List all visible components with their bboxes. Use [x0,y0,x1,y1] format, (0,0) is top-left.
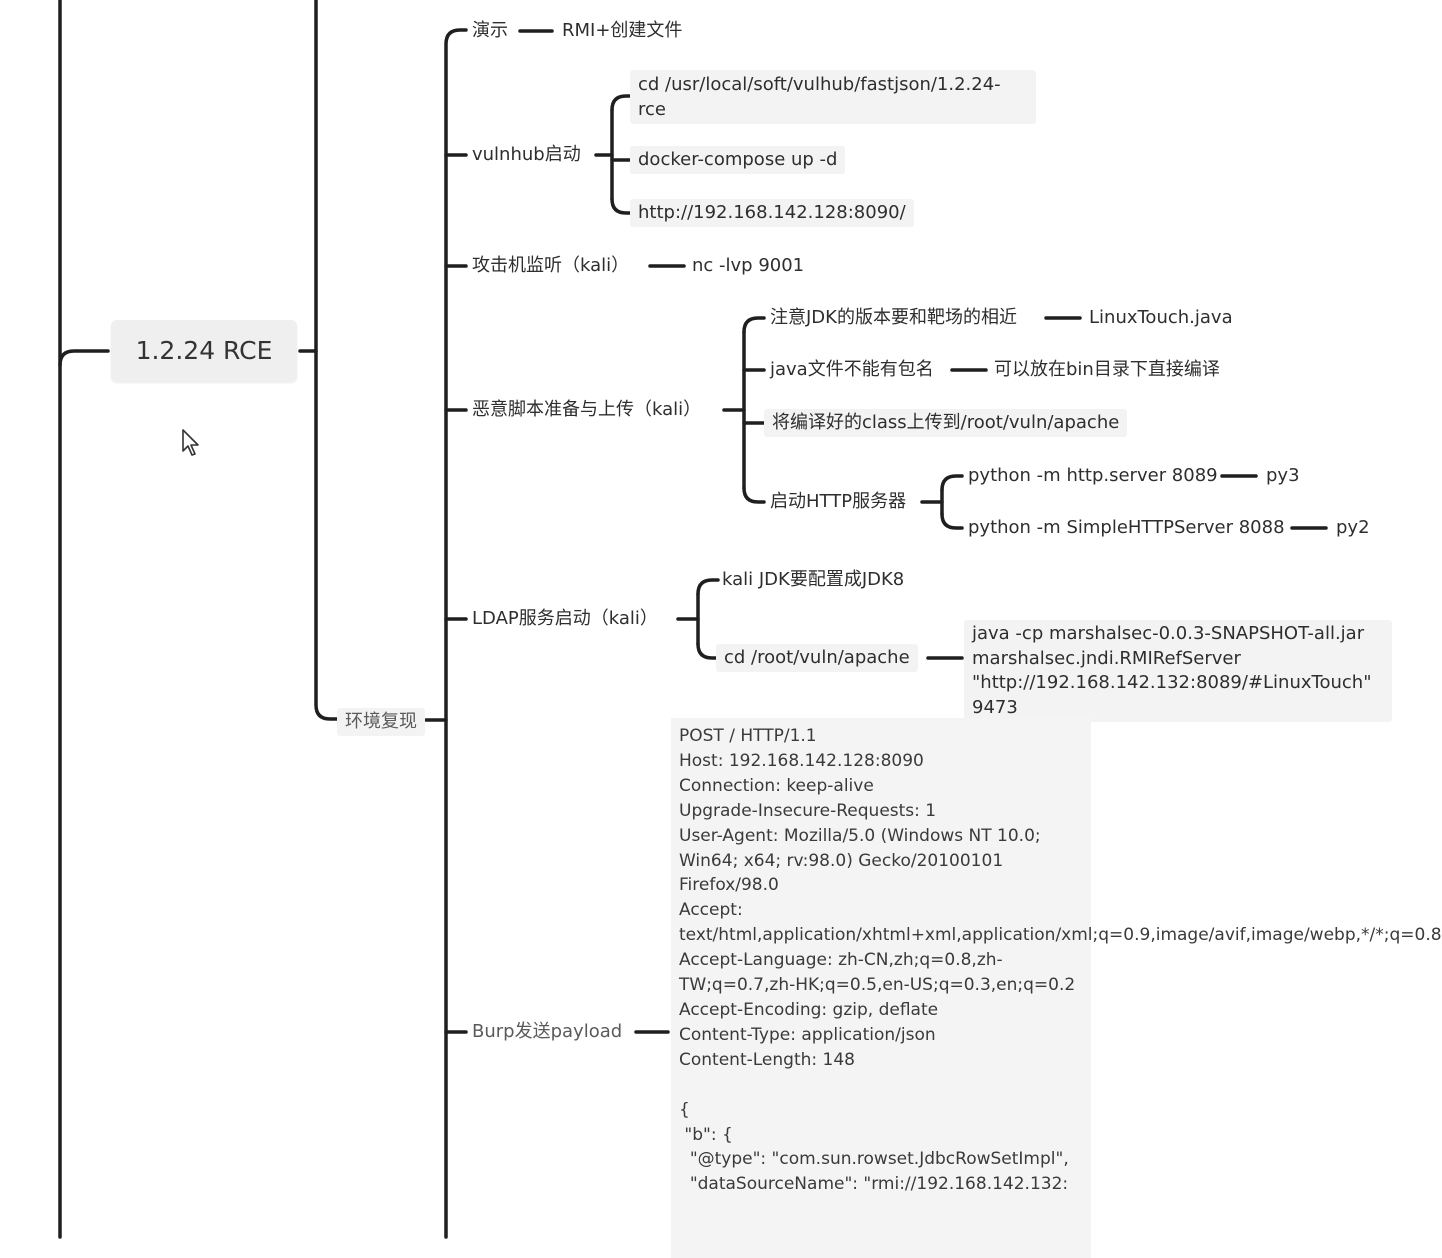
jdk8-note-node[interactable]: kali JDK要配置成JDK8 [722,569,905,590]
py2-node[interactable]: py2 [1336,517,1370,538]
attacker-command-node[interactable]: nc -lvp 9001 [692,255,805,276]
burp-payload-node[interactable]: Burp发送payload [472,1021,623,1042]
attacker-node[interactable]: 攻击机监听（kali） [472,255,630,276]
vulnhub-docker-node[interactable]: docker-compose up -d [630,146,846,174]
ldap-node[interactable]: LDAP服务启动（kali） [472,608,658,629]
http-server-node[interactable]: 启动HTTP服务器 [770,491,907,512]
env-repro-node[interactable]: 环境复现 [337,708,425,736]
mouse-pointer-icon [182,429,199,456]
ldap-cd-node[interactable]: cd /root/vuln/apache [716,644,918,672]
package-note-tip-node[interactable]: 可以放在bin目录下直接编译 [994,359,1220,380]
root-topic[interactable]: 1.2.24 RCE [111,320,297,382]
jdk-note-node[interactable]: 注意JDK的版本要和靶场的相近 [770,307,1017,328]
http-request-payload[interactable]: POST / HTTP/1.1 Host: 192.168.142.128:80… [671,718,1442,1258]
py3-node[interactable]: py3 [1266,465,1300,486]
demo-node[interactable]: 演示 [472,20,508,41]
package-note-node[interactable]: java文件不能有包名 [770,359,934,380]
mind-map-canvas: 1.2.24 RCE 环境复现 演示 RMI+创建文件 vulnhub启动 cd… [58,0,1442,1258]
py2-command-node[interactable]: python -m SimpleHTTPServer 8088 [968,517,1285,538]
demo-value-node[interactable]: RMI+创建文件 [562,20,683,41]
vulnhub-node[interactable]: vulnhub启动 [472,144,581,165]
vulnhub-url-node[interactable]: http://192.168.142.128:8090/ [630,199,914,227]
jdk-note-file-node[interactable]: LinuxTouch.java [1089,307,1233,328]
py3-command-node[interactable]: python -m http.server 8089 [968,465,1218,486]
vulnhub-cd-node[interactable]: cd /usr/local/soft/vulhub/fastjson/1.2.2… [630,70,1036,124]
marshalsec-command-node[interactable]: java -cp marshalsec-0.0.3-SNAPSHOT-all.j… [964,620,1392,722]
malicious-script-node[interactable]: 恶意脚本准备与上传（kali） [472,399,702,420]
upload-class-node[interactable]: 将编译好的class上传到/root/vuln/apache [764,409,1128,437]
